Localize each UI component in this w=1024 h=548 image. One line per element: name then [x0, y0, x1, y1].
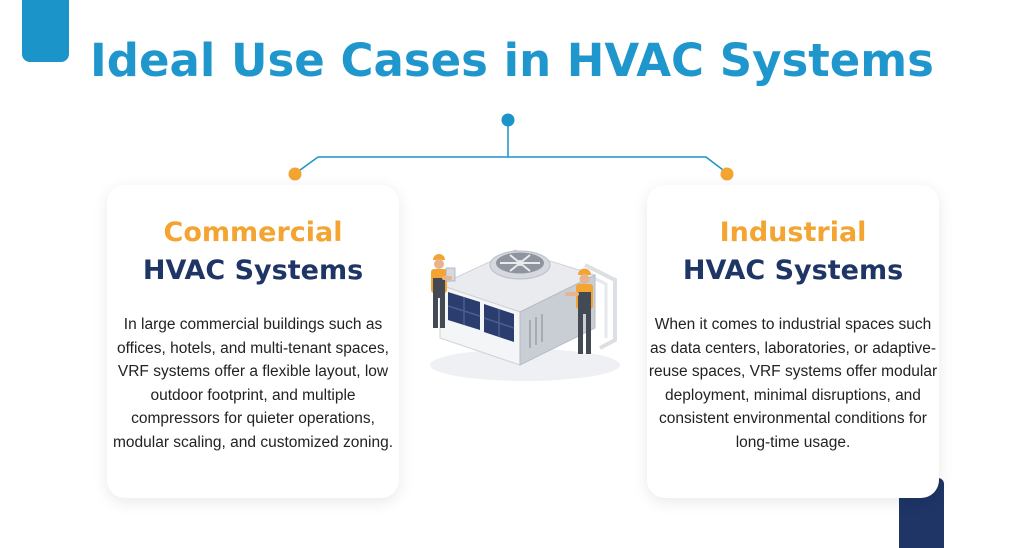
connector-node-left: [288, 167, 302, 181]
card-body-industrial: When it comes to industrial spaces such …: [648, 316, 938, 451]
connector-node-top: [501, 113, 515, 127]
card-body-commercial: In large commercial buildings such as of…: [112, 316, 393, 451]
connector-node-right: [720, 167, 734, 181]
corner-accent-top-left: [22, 0, 69, 62]
industrial-card: Industrial HVAC Systems When it comes to…: [647, 185, 939, 498]
card-subheading-commercial: HVAC Systems: [142, 255, 364, 286]
card-subheading-industrial: HVAC Systems: [682, 255, 904, 286]
card-heading-industrial: Industrial: [719, 217, 867, 248]
commercial-card: Commercial HVAC Systems In large commerc…: [107, 185, 399, 498]
page-title: Ideal Use Cases in HVAC Systems: [90, 34, 934, 87]
hvac-unit-with-workers-icon: [430, 249, 620, 381]
card-heading-commercial: Commercial: [163, 217, 343, 248]
